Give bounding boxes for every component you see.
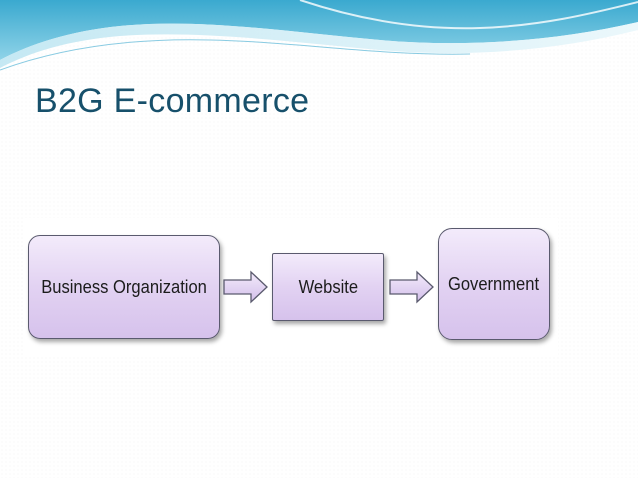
arrow-right-icon: [223, 270, 268, 304]
node-business-organization: Business Organization: [28, 235, 220, 339]
node-website: Website: [272, 253, 384, 321]
node-government-label: Government: [448, 273, 540, 294]
node-government: Government: [438, 228, 550, 340]
b2g-flow-diagram: Business Organization Website Government: [24, 218, 558, 356]
header-wave-decoration: [0, 0, 638, 71]
node-business-organization-label: Business Organization: [41, 276, 207, 297]
node-website-label: Website: [298, 276, 358, 297]
arrow-right-icon: [389, 270, 434, 304]
slide-title: B2G E-commerce: [35, 82, 310, 120]
